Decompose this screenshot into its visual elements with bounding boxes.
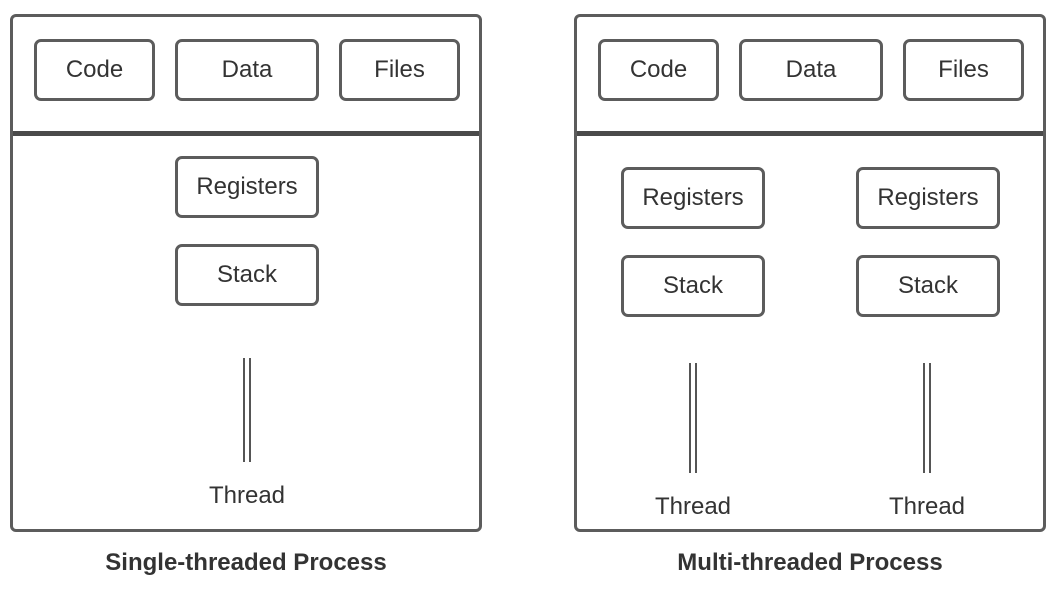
multi-thread1-line (689, 363, 697, 473)
multi-thread1-registers-box: Registers (621, 167, 765, 229)
single-threaded-process: Code Data Files Registers Stack Thread (10, 14, 482, 532)
multi-thread1-stack-box: Stack (621, 255, 765, 317)
single-stack-box: Stack (175, 244, 319, 306)
multi-data-box: Data (739, 39, 883, 101)
single-process-caption: Single-threaded Process (105, 549, 387, 576)
multi-thread2-registers-box: Registers (856, 167, 1000, 229)
multi-thread2-stack-box: Stack (856, 255, 1000, 317)
multi-process-caption: Multi-threaded Process (677, 549, 943, 576)
multi-files-box: Files (903, 39, 1024, 101)
multi-thread2-line (923, 363, 931, 473)
single-registers-box: Registers (175, 156, 319, 218)
single-files-box: Files (339, 39, 460, 101)
multi-thread1-label: Thread (654, 493, 732, 520)
multi-thread2-label: Thread (888, 493, 966, 520)
single-thread-label: Thread (208, 482, 286, 509)
multi-threaded-process: Code Data Files Registers Stack Thread R… (574, 14, 1046, 532)
single-code-box: Code (34, 39, 155, 101)
single-process-divider (13, 131, 479, 136)
multi-process-divider (577, 131, 1043, 136)
multi-code-box: Code (598, 39, 719, 101)
single-data-box: Data (175, 39, 319, 101)
single-thread-line (243, 358, 251, 462)
